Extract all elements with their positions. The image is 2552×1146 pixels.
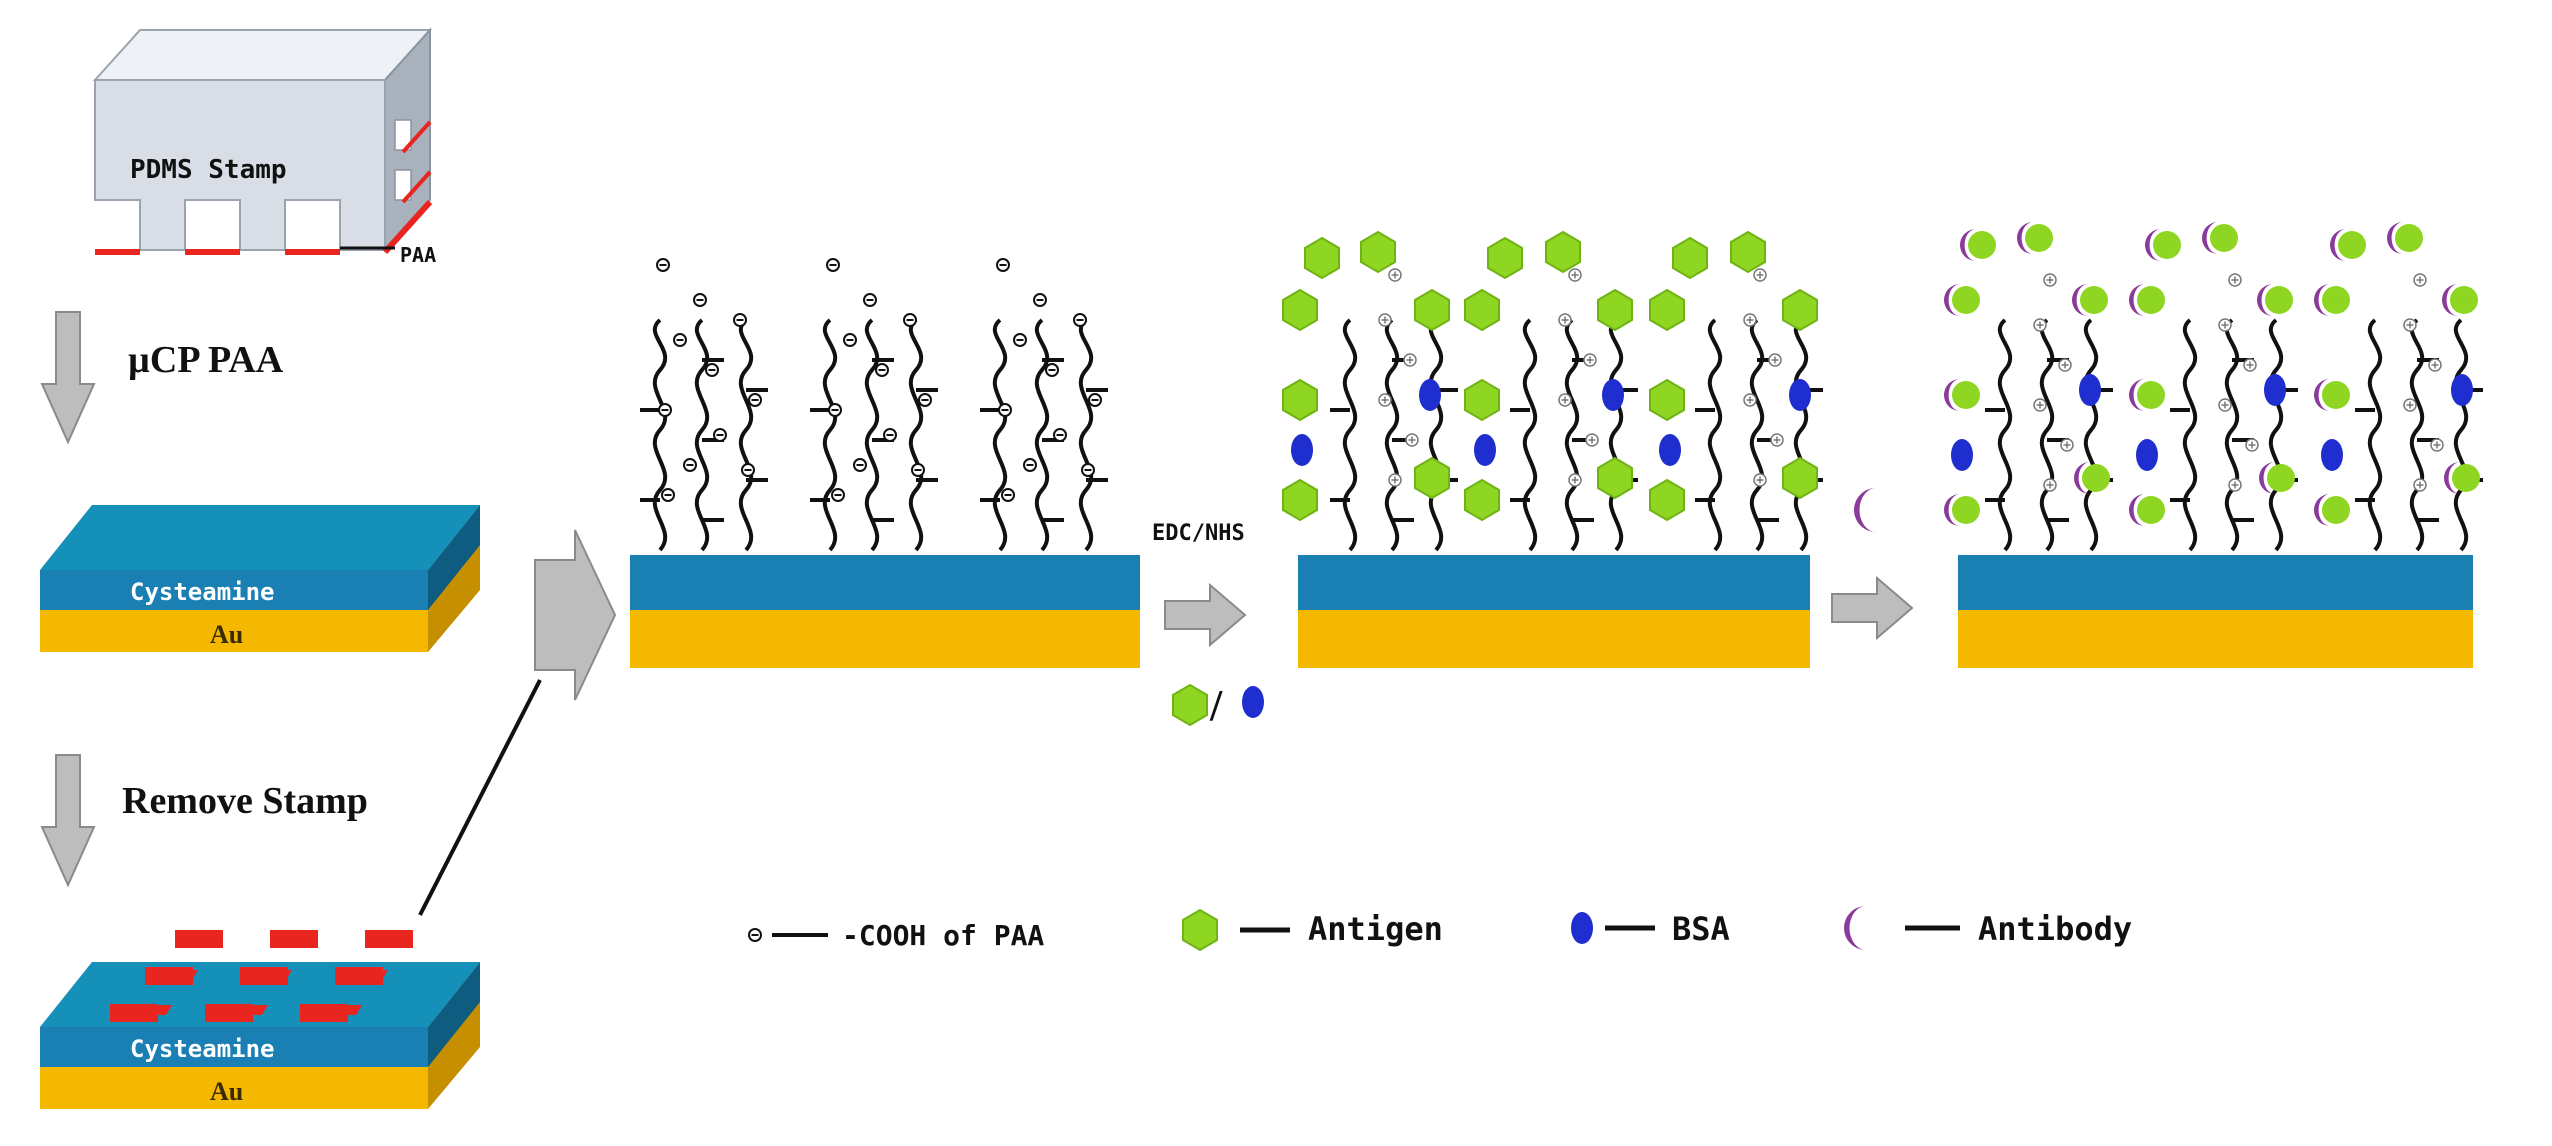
panel-antibody: [1958, 318, 2485, 668]
legend: -COOH of PAA Antigen BSA Antibody: [748, 906, 2132, 952]
pdms-stamp: [92, 27, 433, 255]
down-arrow-icon: [41, 754, 95, 886]
zoom-arrow-icon: [534, 529, 617, 701]
cysteamine-label: Cysteamine: [130, 578, 275, 606]
legend-antibody: Antibody: [1844, 906, 2132, 950]
au-label: Au: [210, 620, 243, 649]
remove-stamp-label: Remove Stamp: [122, 780, 368, 822]
panel-antigen: [1298, 318, 1825, 668]
zoom-line: [418, 679, 542, 916]
legend-bsa-label: BSA: [1672, 910, 1730, 948]
au-label-2: Au: [210, 1077, 243, 1106]
edc-nhs-label: EDC/NHS: [1152, 521, 1245, 546]
cooh-groups: [656, 258, 1102, 502]
ucp-paa-label: µCP PAA: [128, 339, 284, 381]
legend-antigen: Antigen: [1182, 909, 1443, 951]
patterned-slab: [40, 935, 480, 1109]
down-arrow-icon: [41, 311, 95, 443]
bsa-icon: [1242, 686, 1264, 718]
right-arrow-icon-2: [1831, 577, 1913, 639]
purple-crescent-icon: [1844, 906, 1866, 950]
bsa-layer-2: [1951, 374, 2473, 471]
legend-cooh: -COOH of PAA: [748, 919, 1044, 952]
antibody-icon: [1854, 488, 1876, 532]
legend-antigen-label: Antigen: [1308, 910, 1443, 948]
right-arrow-icon: [1164, 584, 1246, 646]
legend-bsa: BSA: [1571, 910, 1730, 948]
cooh-icon: [748, 928, 762, 942]
panel-paa: [630, 318, 1140, 668]
paa-label: PAA: [400, 243, 436, 267]
pdms-stamp-label: PDMS Stamp: [130, 155, 287, 185]
legend-antibody-label: Antibody: [1978, 910, 2132, 948]
cysteamine-label-2: Cysteamine: [130, 1035, 275, 1063]
paa-pattern: [110, 930, 413, 1022]
blue-oval-icon: [1571, 912, 1593, 944]
antigen-icon: [1172, 684, 1208, 726]
substrate-slab: [40, 505, 480, 652]
legend-cooh-label: -COOH of PAA: [842, 919, 1044, 952]
bsa-layer: [1291, 379, 1811, 466]
green-hexagon-icon: [1182, 909, 1218, 951]
antigen-layer: [1282, 231, 1818, 521]
antigen-antibody-layer: [1944, 222, 2480, 526]
slash-label: /: [1209, 681, 1223, 730]
